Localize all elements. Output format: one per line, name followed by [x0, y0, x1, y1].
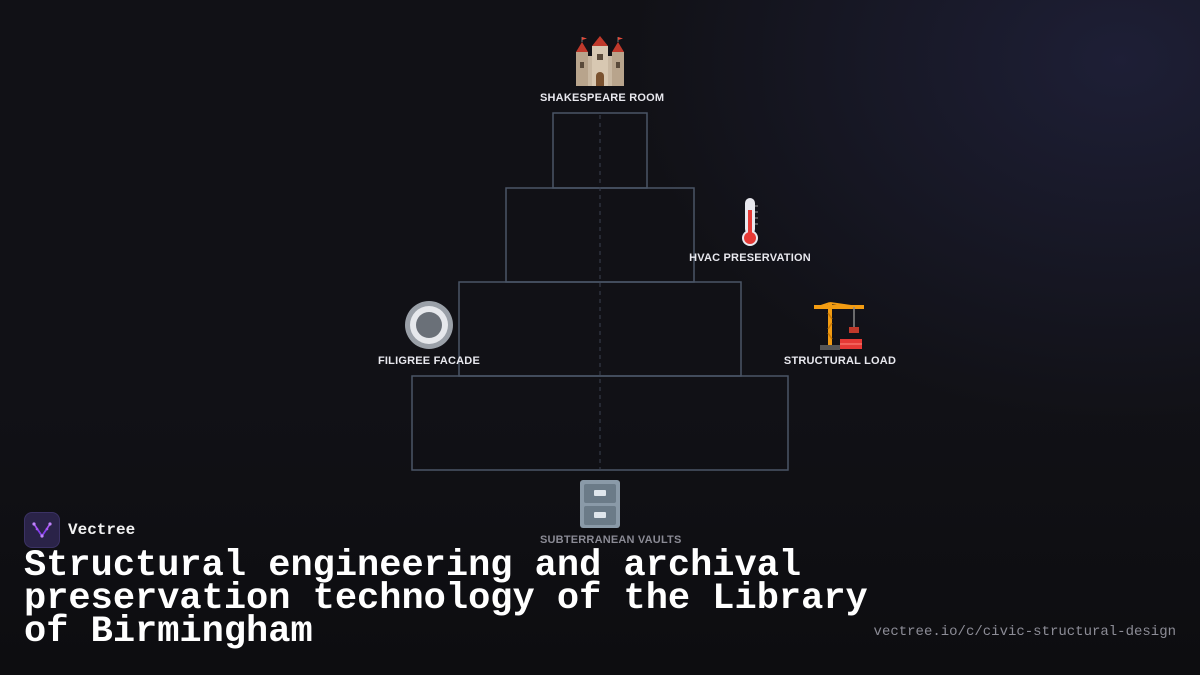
file-cabinet-icon: [580, 480, 620, 528]
node-label: STRUCTURAL LOAD: [783, 355, 897, 367]
thermometer-icon: [742, 198, 758, 246]
node-hvac-preservation: HVAC PRESERVATION: [680, 196, 820, 264]
node-subterranean-vaults: SUBTERRANEAN VAULTS: [540, 478, 682, 546]
tier-4-box: [411, 375, 789, 471]
node-filigree-facade: FILIGREE FACADE: [364, 299, 494, 367]
node-shakespeare-room: SHAKESPEARE ROOM: [540, 36, 665, 104]
construction-crane-icon: [814, 302, 864, 350]
node-structural-load: STRUCTURAL LOAD: [770, 299, 910, 367]
brand-name: Vectree: [68, 521, 136, 539]
node-label: FILIGREE FACADE: [377, 355, 480, 367]
page-title: Structural engineering and archival pres…: [24, 545, 868, 653]
node-label: SHAKESPEARE ROOM: [540, 92, 665, 104]
brand: Vectree: [24, 512, 135, 548]
node-label: HVAC PRESERVATION: [689, 252, 811, 264]
vectree-logo-icon: [24, 512, 60, 548]
radio-button-icon: [405, 301, 453, 349]
castle-icon: [576, 36, 624, 86]
tier-3-box: [458, 281, 742, 377]
source-url[interactable]: vectree.io/c/civic-structural-design: [873, 624, 1176, 640]
node-label: SUBTERRANEAN VAULTS: [540, 534, 682, 546]
